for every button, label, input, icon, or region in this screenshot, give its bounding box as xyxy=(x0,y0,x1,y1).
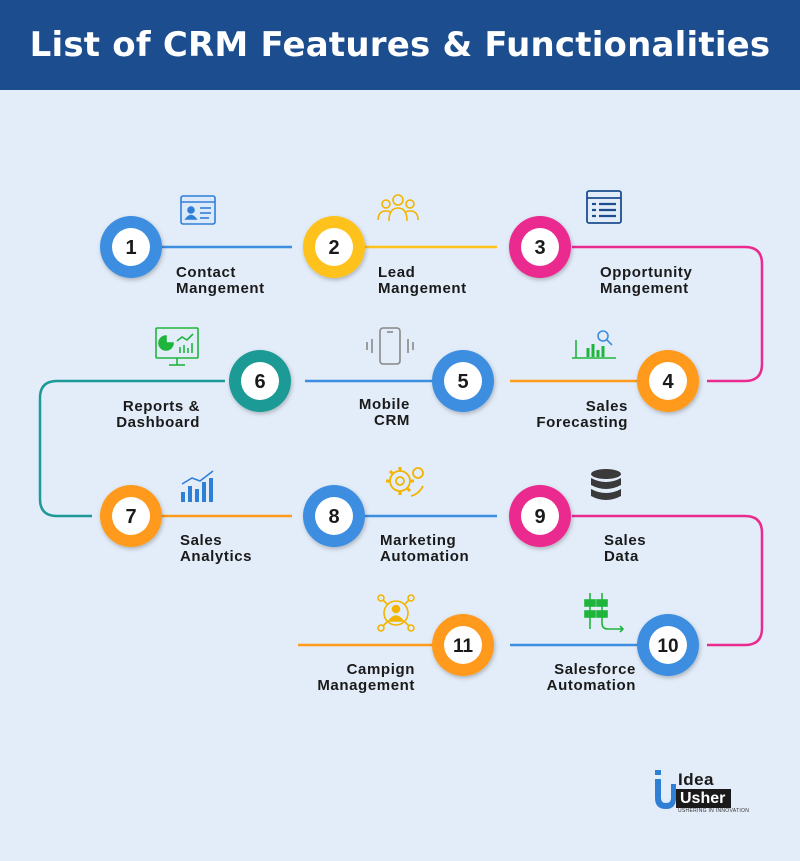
node-label-3: Opportunity Mangement xyxy=(600,265,692,297)
node-number-7: 7 xyxy=(125,506,136,528)
node-number-11: 11 xyxy=(453,636,474,657)
node-number-2: 2 xyxy=(328,237,339,259)
node-label-10: Salesforce Automation xyxy=(528,662,636,694)
node-label-7: Sales Analytics xyxy=(180,533,252,565)
contact-card-icon xyxy=(180,195,216,225)
node-disc-7 xyxy=(112,497,150,535)
logo-u-icon xyxy=(655,770,676,809)
brand-logo: Idea Usher USHERING IN INNOVATION xyxy=(652,770,754,814)
gear-automation-icon xyxy=(386,467,424,497)
node-disc-6 xyxy=(241,362,279,400)
node-6: 6 xyxy=(229,350,291,412)
list-grid-icon xyxy=(586,190,622,224)
node-disc-3 xyxy=(521,228,559,266)
node-label-7-line1: Sales xyxy=(180,532,223,549)
node-label-5: Mobile CRM xyxy=(340,397,410,429)
node-label-2-line1: Lead xyxy=(378,264,416,281)
node-label-11-line1: Campign xyxy=(346,661,415,678)
node-label-1: Contact Mangement xyxy=(176,265,265,297)
connector-9-10 xyxy=(572,514,764,647)
node-5: 5 xyxy=(432,350,494,412)
node-2: 2 xyxy=(303,216,365,278)
node-label-5-line2: CRM xyxy=(374,412,410,429)
node-label-3-line2: Mangement xyxy=(600,280,689,297)
node-label-3-line1: Opportunity xyxy=(600,264,693,281)
node-label-8-line1: Marketing xyxy=(380,532,457,549)
node-label-1-line1: Contact xyxy=(176,264,237,281)
connector-6-7 xyxy=(38,379,225,518)
node-label-9-line1: Sales xyxy=(604,532,647,549)
node-label-1-line2: Mangement xyxy=(176,280,265,297)
logo-word-idea: Idea xyxy=(678,770,715,789)
node-9: 9 xyxy=(509,485,571,547)
node-disc-10 xyxy=(649,626,687,664)
bar-search-icon xyxy=(572,330,616,359)
node-disc-2 xyxy=(315,228,353,266)
connector-3-4 xyxy=(572,245,764,383)
node-label-6-line2: Dashboard xyxy=(116,414,200,431)
node-disc-4 xyxy=(649,362,687,400)
node-number-10: 10 xyxy=(657,636,678,657)
node-number-1: 1 xyxy=(125,237,136,259)
node-1: 1 xyxy=(100,216,162,278)
node-disc-9 xyxy=(521,497,559,535)
node-label-9: Sales Data xyxy=(604,533,646,565)
node-label-11: Campign Management xyxy=(296,662,415,694)
group-icon xyxy=(377,194,419,222)
node-label-5-line1: Mobile xyxy=(358,396,410,413)
node-label-2-line2: Mangement xyxy=(378,280,467,297)
node-number-8: 8 xyxy=(328,506,339,528)
page-title: List of CRM Features & Functionalities xyxy=(29,25,771,65)
node-7: 7 xyxy=(100,485,162,547)
dashboard-monitor-icon xyxy=(155,327,199,366)
node-number-3: 3 xyxy=(534,237,545,259)
logo-tagline: USHERING IN INNOVATION xyxy=(678,808,750,814)
mobile-phone-icon xyxy=(366,327,414,365)
node-label-4-line1: Sales xyxy=(585,398,628,415)
node-label-4-line2: Forecasting xyxy=(536,414,628,431)
bar-chart-icon xyxy=(181,470,214,502)
node-label-6: Reports & Dashboard xyxy=(92,399,200,431)
header-banner: List of CRM Features & Functionalities xyxy=(0,0,800,90)
node-4: 4 xyxy=(637,350,699,412)
node-8: 8 xyxy=(303,485,365,547)
node-label-2: Lead Mangement xyxy=(378,265,467,297)
workflow-icon xyxy=(584,593,625,633)
connector-lines xyxy=(38,245,764,647)
node-disc-8 xyxy=(315,497,353,535)
node-label-7-line2: Analytics xyxy=(180,548,253,565)
node-label-8-line2: Automation xyxy=(380,548,470,565)
node-disc-5 xyxy=(444,362,482,400)
target-person-icon xyxy=(377,594,415,632)
node-label-10-line2: Automation xyxy=(546,677,636,694)
node-disc-1 xyxy=(112,228,150,266)
node-number-4: 4 xyxy=(662,371,674,393)
node-disc-11 xyxy=(444,626,482,664)
node-3: 3 xyxy=(509,216,571,278)
database-icon xyxy=(591,469,621,500)
node-label-6-line1: Reports & xyxy=(122,398,200,415)
node-label-8: Marketing Automation xyxy=(380,533,469,565)
node-label-9-line2: Data xyxy=(604,548,639,565)
node-11: 11 xyxy=(432,614,494,676)
node-label-11-line2: Management xyxy=(317,677,415,694)
logo-word-usher: Usher xyxy=(676,789,732,808)
node-label-10-line1: Salesforce xyxy=(554,661,636,678)
node-number-5: 5 xyxy=(457,371,468,393)
node-label-4: Sales Forecasting xyxy=(520,399,628,431)
node-number-9: 9 xyxy=(534,506,545,528)
node-10: 10 xyxy=(637,614,699,676)
node-number-6: 6 xyxy=(254,371,265,393)
